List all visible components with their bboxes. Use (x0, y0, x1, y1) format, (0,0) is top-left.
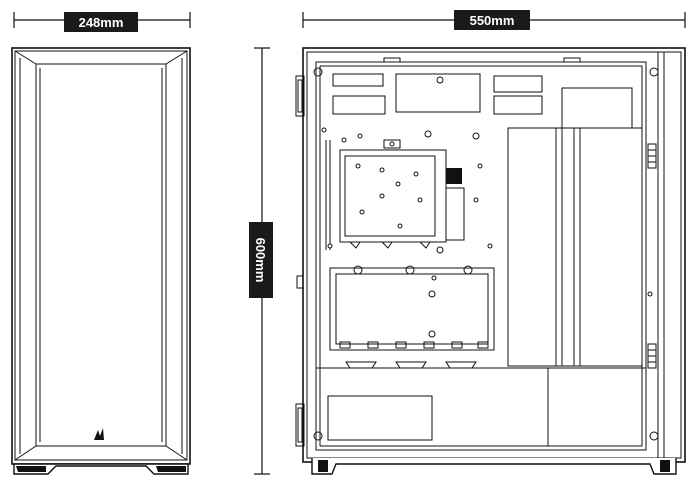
width-label-badge (64, 12, 138, 32)
depth-dimension: 550mm (302, 10, 686, 30)
height-dimension: 600mm (249, 47, 273, 475)
front-panel-outer (11, 47, 191, 465)
depth-label-badge (454, 10, 530, 30)
front-view (11, 47, 191, 475)
front-feet (13, 463, 189, 475)
side-feet (311, 458, 677, 475)
psu-bracket (329, 265, 495, 369)
height-label: 600mm (253, 238, 268, 283)
rear-drive-bays (507, 127, 643, 367)
height-label-badge (249, 222, 273, 298)
width-label: 248mm (79, 15, 124, 30)
top-vent-slot (332, 73, 384, 87)
rear-io-column (295, 75, 331, 447)
standoffs (321, 127, 493, 254)
drive-cage (339, 139, 465, 249)
depth-label: 550mm (470, 13, 515, 28)
width-dimension: 248mm (13, 12, 191, 32)
psu-shroud-window (327, 395, 433, 441)
side-view (295, 47, 686, 475)
sails-logo-icon (94, 428, 104, 440)
front-io-blocks (647, 143, 657, 369)
